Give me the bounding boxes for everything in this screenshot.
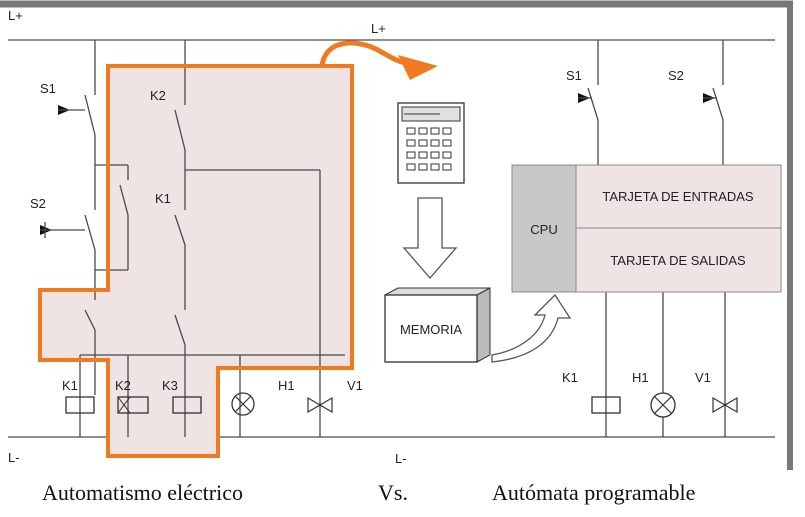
memory-label: MEMORIA <box>400 322 462 337</box>
label-lamp-h1: H1 <box>278 378 295 393</box>
left-circuit-wiring <box>40 40 345 437</box>
label-k2-contact: K2 <box>150 88 166 103</box>
cpu-label: CPU <box>530 222 557 237</box>
caption-left: Automatismo eléctrico <box>42 480 243 505</box>
label-plc-k1: K1 <box>562 370 578 385</box>
plc-unit: CPU TARJETA DE ENTRADAS TARJETA DE SALID… <box>511 164 782 293</box>
coil-k2-symbol <box>117 396 149 414</box>
top-arrow-head-icon <box>398 55 438 80</box>
lamp-h1-symbol <box>231 392 255 416</box>
rail-label-left-top: L+ <box>8 8 23 23</box>
rail-label-center-bottom: L- <box>395 451 407 466</box>
label-k1-contact: K1 <box>155 191 171 206</box>
label-coil-k1: K1 <box>62 378 78 393</box>
valve-v1-symbol <box>307 396 322 414</box>
label-coil-k3: K3 <box>162 378 178 393</box>
up-arrow-icon <box>491 293 572 363</box>
memory-block: MEMORIA <box>384 287 491 363</box>
label-plc-h1: H1 <box>632 370 649 385</box>
label-valve-v1: V1 <box>347 378 363 393</box>
label-s1-left: S1 <box>40 81 56 96</box>
caption-right: Autómata programable <box>492 480 696 505</box>
label-s2-left: S2 <box>30 196 46 211</box>
output-card-label: TARJETA DE SALIDAS <box>610 253 746 268</box>
coil-k1-symbol <box>65 396 95 414</box>
top-arrow-icon <box>319 40 411 67</box>
plc-valve-v1-symbol <box>712 396 727 414</box>
programming-console-icon <box>397 102 465 184</box>
caption-center: Vs. <box>378 480 408 505</box>
coil-k3-symbol <box>172 396 202 414</box>
label-s1-plc: S1 <box>566 68 582 83</box>
plc-coil-k1-symbol <box>591 396 621 414</box>
highlight-outline <box>38 64 354 458</box>
down-arrow-icon <box>402 197 458 279</box>
label-plc-v1: V1 <box>695 370 711 385</box>
label-coil-k2: K2 <box>115 378 131 393</box>
label-s2-plc: S2 <box>668 68 684 83</box>
input-card-label: TARJETA DE ENTRADAS <box>602 189 754 204</box>
rail-label-center-top: L+ <box>371 21 386 36</box>
highlight-fill <box>40 66 352 456</box>
rail-label-left-bottom: L- <box>8 450 20 465</box>
